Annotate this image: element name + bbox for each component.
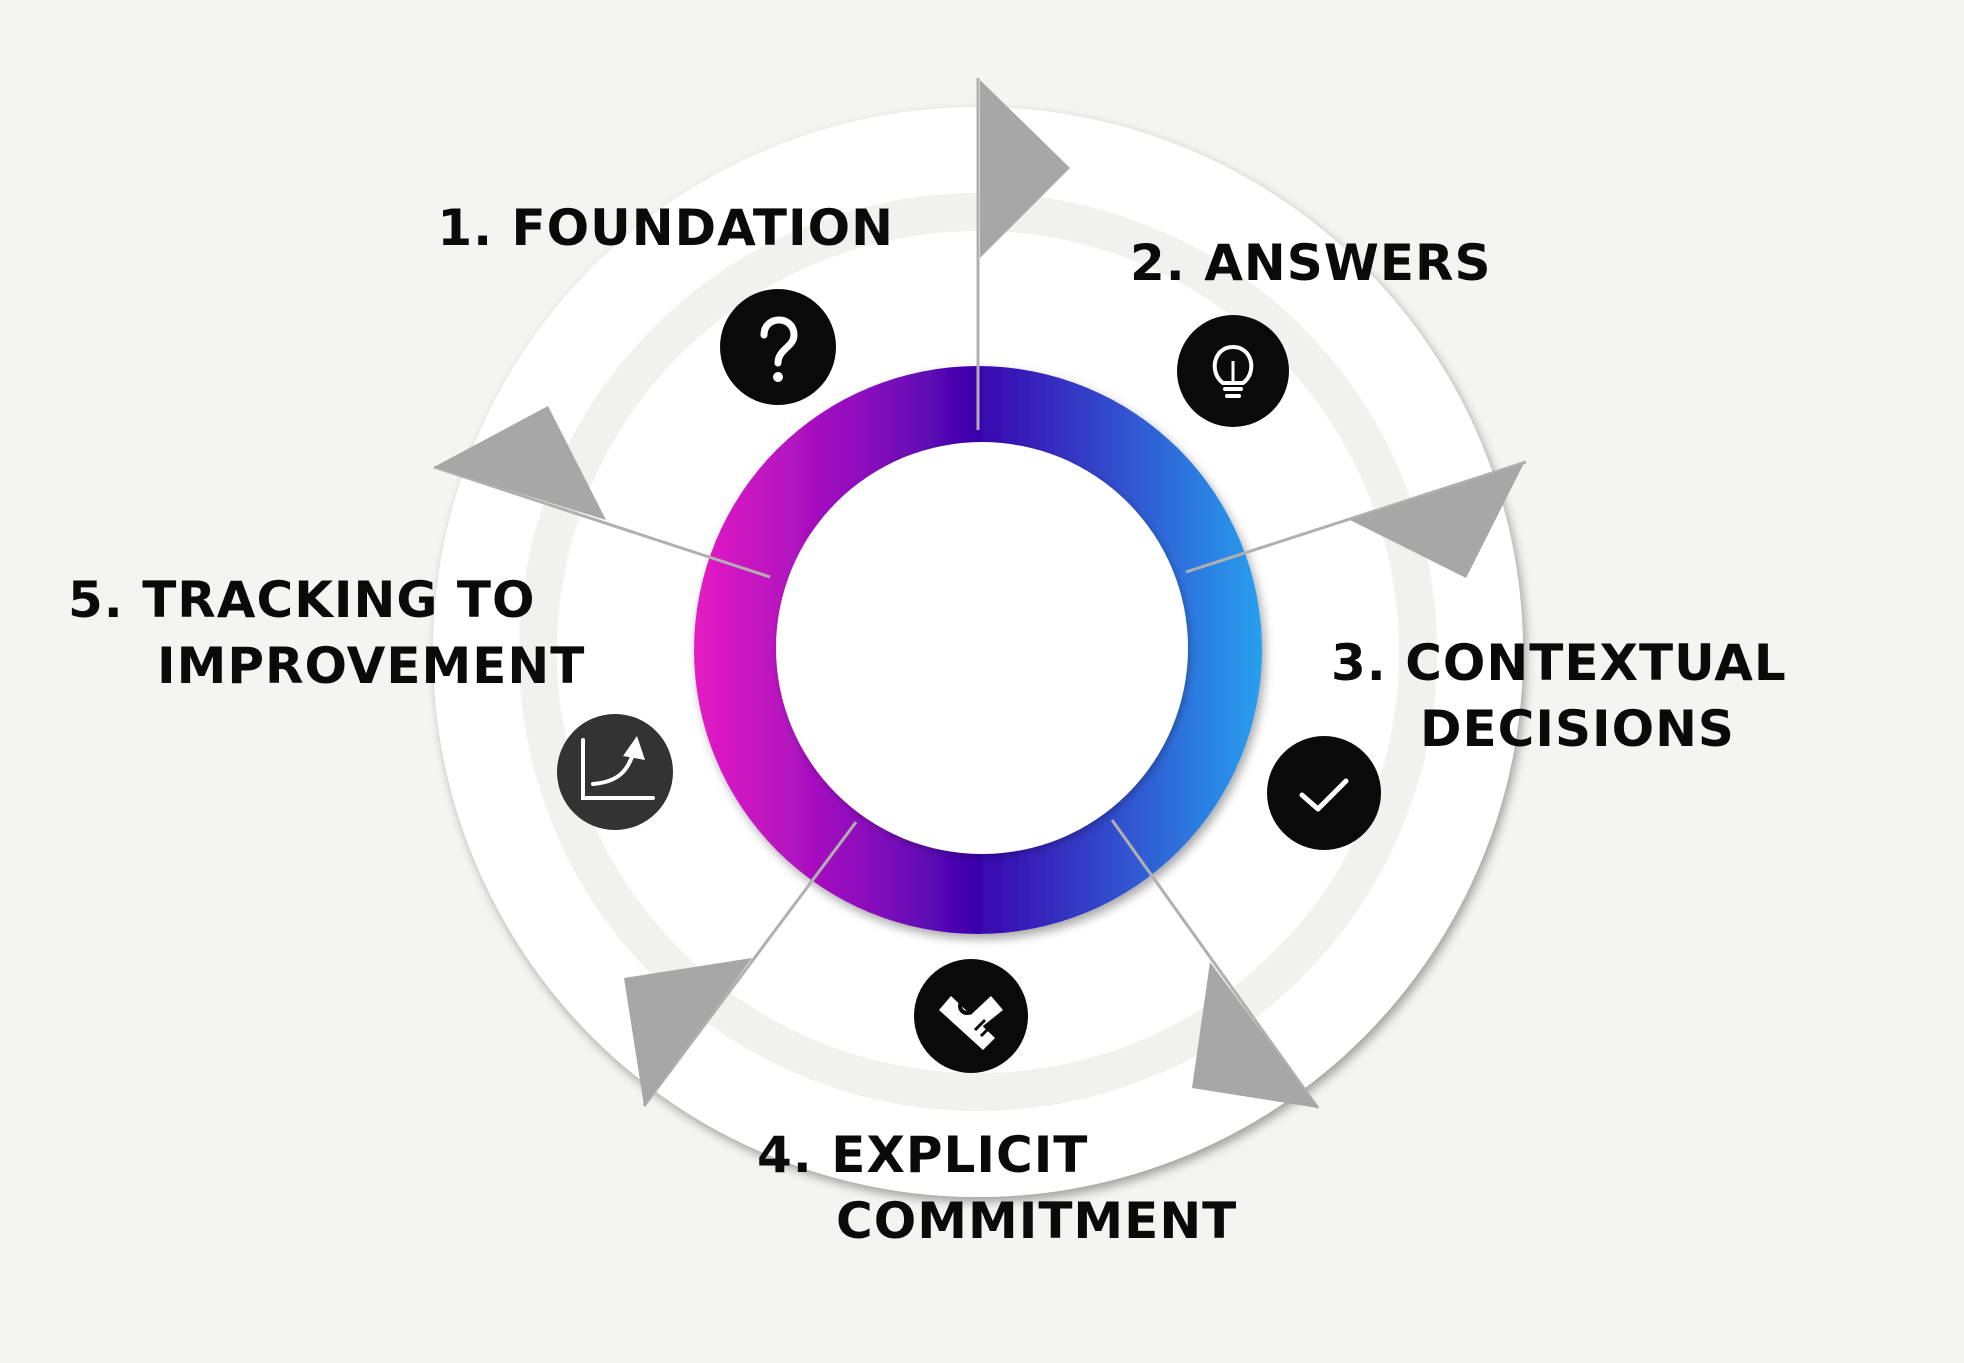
checkmark-icon bbox=[1267, 736, 1381, 850]
step-4-label: 4. EXPLICIT COMMITMENT bbox=[757, 1126, 1237, 1250]
step-3-label: 3. CONTEXTUAL DECISIONS bbox=[1331, 634, 1787, 758]
svg-text:4. EXPLICIT: 4. EXPLICIT bbox=[757, 1126, 1088, 1184]
svg-text:COMMITMENT: COMMITMENT bbox=[836, 1192, 1237, 1250]
step-1-label: 1. FOUNDATION bbox=[437, 199, 894, 257]
svg-text:IMPROVEMENT: IMPROVEMENT bbox=[157, 637, 585, 695]
svg-text:2. ANSWERS: 2. ANSWERS bbox=[1130, 234, 1492, 292]
svg-text:1. FOUNDATION: 1. FOUNDATION bbox=[437, 199, 894, 257]
flag-1 bbox=[976, 78, 1070, 430]
flag-5 bbox=[433, 406, 771, 579]
step-2-label: 2. ANSWERS bbox=[1130, 234, 1492, 292]
flag-3 bbox=[1110, 819, 1320, 1109]
flag-2 bbox=[1185, 460, 1527, 578]
svg-text:5. TRACKING TO: 5. TRACKING TO bbox=[68, 571, 535, 629]
flag-4 bbox=[624, 821, 858, 1107]
growth-chart-icon bbox=[557, 714, 673, 830]
svg-text:DECISIONS: DECISIONS bbox=[1420, 700, 1735, 758]
question-mark-icon bbox=[720, 289, 836, 405]
svg-text:3. CONTEXTUAL: 3. CONTEXTUAL bbox=[1331, 634, 1787, 692]
handshake-icon bbox=[914, 959, 1028, 1073]
step-5-label: 5. TRACKING TO IMPROVEMENT bbox=[68, 571, 585, 695]
lightbulb-icon bbox=[1177, 315, 1289, 427]
gradient-ring bbox=[694, 366, 1262, 934]
